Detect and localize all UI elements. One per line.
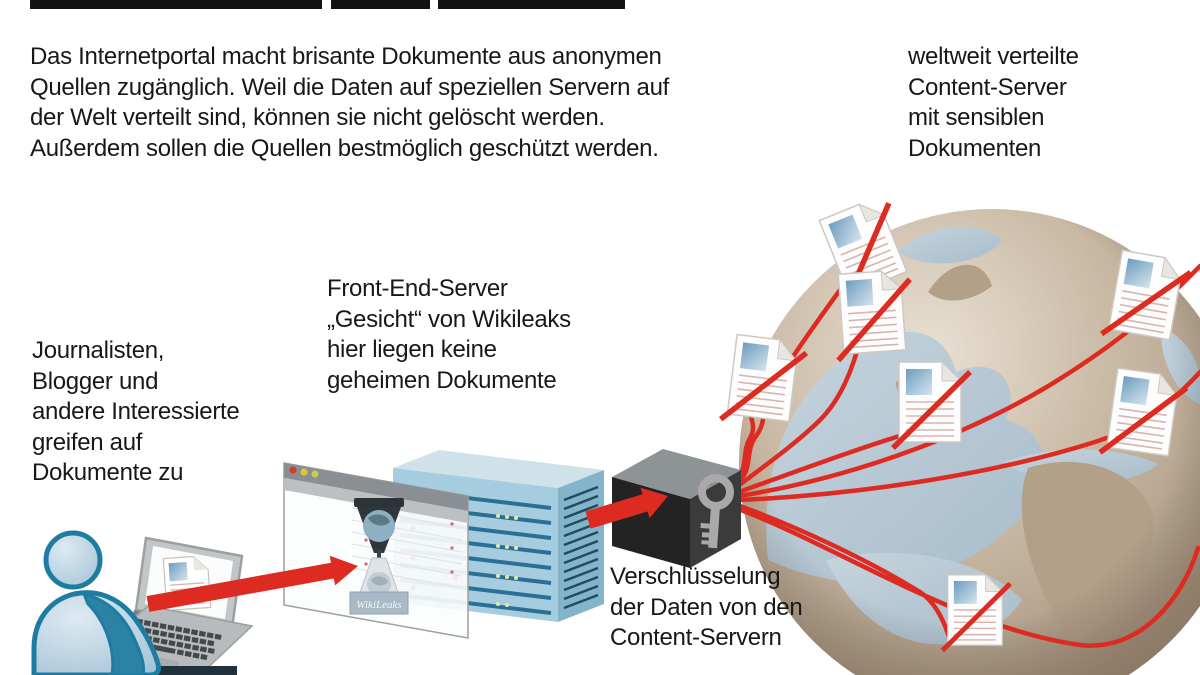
server-leds-yellow — [496, 514, 518, 607]
key-icon — [698, 474, 734, 549]
person-head — [43, 530, 103, 590]
laptop-base-shadow — [95, 666, 237, 675]
laptop-keyboard — [128, 617, 222, 661]
content-server-label: weltweit verteilte Content-Server mit se… — [908, 43, 1079, 162]
wire — [737, 503, 953, 643]
journalists-label: Journalisten, Blogger und andere Interes… — [32, 337, 240, 486]
window-control-dots — [289, 466, 319, 478]
wire — [736, 431, 909, 495]
wikileaks-logo: WikiLeaks — [349, 498, 409, 615]
person-arm — [81, 591, 146, 675]
frontend-server-label: Front-End-Server „Gesicht“ von Wikileaks… — [327, 275, 571, 394]
wire — [735, 337, 863, 489]
intro-text: Das Internetportal macht brisante Dokume… — [30, 43, 669, 162]
browser-title-bar — [284, 463, 468, 511]
headline-segment — [331, 0, 430, 9]
headline-segment — [438, 0, 625, 9]
person-icon — [31, 530, 161, 675]
headline-segment — [30, 0, 322, 9]
browser-window: WikiLeaks — [283, 462, 469, 639]
wire — [738, 507, 1200, 648]
wikileaks-logo-text: WikiLeaks — [356, 599, 401, 611]
red-arrow-frontend-to-encryption — [585, 487, 668, 529]
red-arrow-user-to-frontend — [146, 555, 358, 612]
encryption-label: Verschlüsselung der Daten von den Conten… — [610, 563, 803, 651]
